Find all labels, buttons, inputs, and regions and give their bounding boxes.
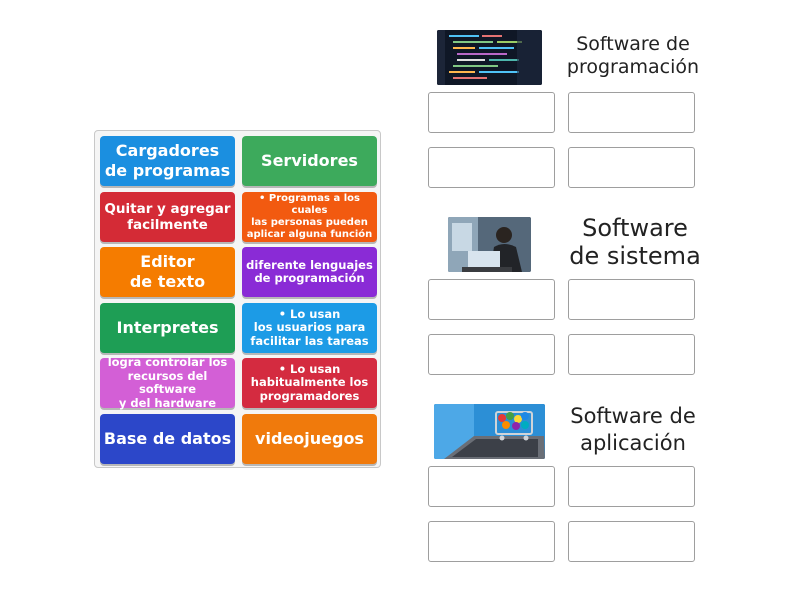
tile-programas-aplicar-funcion[interactable]: • Programas a los cuales las personas pu… — [242, 192, 377, 242]
drop-slot-programacion-1[interactable] — [428, 92, 555, 133]
drop-slot-programacion-3[interactable] — [428, 147, 555, 188]
drop-slot-sistema-2[interactable] — [568, 279, 695, 320]
tile-editor-de-texto[interactable]: Editor de texto — [100, 247, 235, 297]
drop-slot-programacion-4[interactable] — [568, 147, 695, 188]
group-title-aplicacion: Software de aplicación — [570, 404, 696, 455]
drop-slot-sistema-3[interactable] — [428, 334, 555, 375]
tile-interpretes[interactable]: Interpretes — [100, 303, 235, 353]
drop-slot-sistema-4[interactable] — [568, 334, 695, 375]
tile-quitar-y-agregar[interactable]: Quitar y agregar facilmente — [100, 192, 235, 242]
drop-slot-sistema-1[interactable] — [428, 279, 555, 320]
tile-cargadores-de-programas[interactable]: Cargadores de programas — [100, 136, 235, 186]
tile-videojuegos[interactable]: videojuegos — [242, 414, 377, 464]
tiles-panel: Cargadores de programas Servidores Quita… — [94, 130, 381, 468]
tile-lo-usan-programadores[interactable]: • Lo usan habitualmente los programadore… — [242, 358, 377, 408]
tile-diferente-lenguajes[interactable]: diferente lenguajes de programación — [242, 247, 377, 297]
tile-servidores[interactable]: Servidores — [242, 136, 377, 186]
drop-slot-aplicacion-2[interactable] — [568, 466, 695, 507]
tile-lo-usan-usuarios[interactable]: • Lo usan los usuarios para facilitar la… — [242, 303, 377, 353]
code-screen-image — [437, 30, 542, 85]
drop-slot-aplicacion-3[interactable] — [428, 521, 555, 562]
drop-slot-aplicacion-1[interactable] — [428, 466, 555, 507]
person-laptop-image — [448, 217, 531, 272]
drop-slot-aplicacion-4[interactable] — [568, 521, 695, 562]
group-title-programacion: Software de programación — [566, 33, 700, 78]
drop-slot-programacion-2[interactable] — [568, 92, 695, 133]
tile-base-de-datos[interactable]: Base de datos — [100, 414, 235, 464]
tile-logra-controlar-recursos[interactable]: logra controlar los recursos del softwar… — [100, 355, 235, 409]
laptop-cart-image — [434, 404, 545, 459]
group-title-sistema: Software de sistema — [569, 214, 701, 270]
